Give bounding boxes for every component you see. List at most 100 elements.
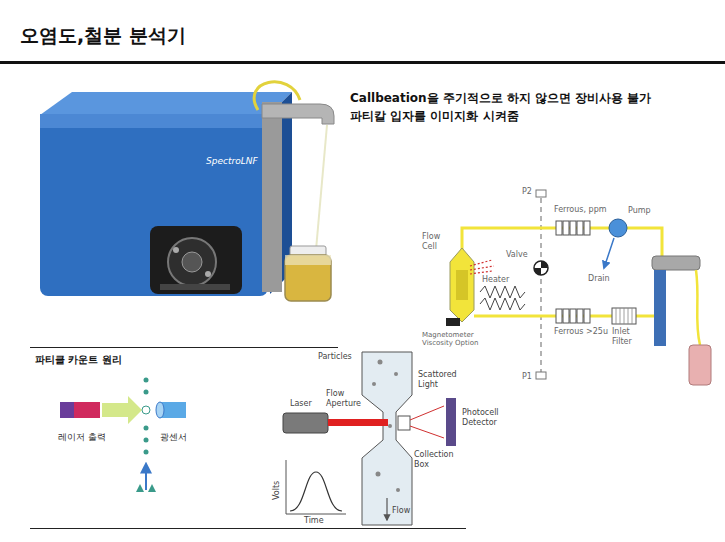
flow-schematic-part <box>609 219 627 237</box>
optical-counter-sketch-part <box>410 406 444 420</box>
device-photo-part <box>150 226 242 294</box>
device-photo-part <box>182 252 202 272</box>
flow-schematic-part <box>536 372 546 379</box>
part-label: Laser <box>290 399 312 409</box>
optical-counter-sketch-part <box>328 419 388 426</box>
flow-schematic-part <box>450 248 474 322</box>
particle-count-sketch-part <box>60 402 74 418</box>
particle-count-sketch-part <box>156 402 164 418</box>
device-photo <box>40 82 334 301</box>
component-label: Pump <box>628 206 651 216</box>
device-photo-part <box>254 82 300 110</box>
flow-schematic-part <box>556 221 590 235</box>
optical-counter-sketch-part-part <box>372 382 376 386</box>
part-label: Photocell Detector <box>462 408 512 427</box>
particle-count-sketch-part-part <box>144 378 149 383</box>
component-label: Inlet Filter <box>612 327 644 346</box>
title-rule <box>0 61 725 64</box>
device-photo-part <box>285 255 331 265</box>
axis-label: Time <box>304 516 324 526</box>
particle-count-sketch-part <box>144 378 149 455</box>
flow-schematic-part-part <box>563 221 569 235</box>
flow-schematic-part <box>480 298 525 310</box>
device-photo-part <box>173 247 179 253</box>
device-photo-part <box>40 114 268 128</box>
flow-schematic-part <box>540 198 542 372</box>
particle-count-sketch-part-part <box>144 390 149 395</box>
part-label: Particles <box>318 352 352 362</box>
particle-count-sketch-part-part <box>144 426 149 431</box>
part-label: Flow Aperture <box>326 389 362 408</box>
optical-counter-sketch-part <box>386 498 387 520</box>
sensor-label: Ferrous >25u <box>554 327 608 337</box>
note: Callbeation을 주기적으로 하지 않으면 장비사용 불가 <box>350 91 651 105</box>
port-label: P1 <box>522 372 532 382</box>
flow-schematic-part-part <box>577 309 583 323</box>
optical-counter-sketch-part-part <box>396 488 400 492</box>
component-label: Flow Cell <box>422 232 450 251</box>
note: 파티칼 입자를 이미지화 시켜줌 <box>350 109 519 123</box>
component-label: Heater <box>482 275 509 285</box>
axis-label: Volts <box>272 481 282 500</box>
section-heading: 파티클 카운트 원리 <box>35 354 122 366</box>
flow-schematic-part-part <box>563 309 569 323</box>
optical-counter-sketch-part <box>362 352 412 525</box>
flow-schematic-part <box>652 256 700 270</box>
flow-schematic-part-part <box>570 221 576 235</box>
flow-schematic-part <box>654 270 666 346</box>
device-photo-part <box>262 104 334 124</box>
flow-schematic-part-part <box>570 309 576 323</box>
device-photo-part <box>285 255 331 301</box>
section-rule <box>30 528 466 529</box>
part-label: Collection Box <box>414 450 460 469</box>
section-rule <box>30 347 338 348</box>
device-photo-part <box>316 125 327 250</box>
flow-schematic-part-part <box>470 271 492 274</box>
flow-schematic-part <box>534 261 548 275</box>
device-photo-part <box>168 238 216 286</box>
particle-count-sketch-part-part <box>144 450 149 455</box>
optical-counter-sketch-part-part <box>376 472 381 477</box>
flow-schematic-part <box>470 260 494 274</box>
flow-schematic-part-part <box>470 260 492 266</box>
device-photo-part <box>160 284 230 290</box>
component-label: Magnetometer Viscosity Option <box>422 331 486 348</box>
optical-counter-sketch-part <box>290 472 342 511</box>
flow-label: Flow <box>392 506 410 516</box>
optical-counter-sketch-part-part <box>388 424 392 428</box>
flow-schematic-part <box>612 308 636 324</box>
part-label: 광센서 <box>160 432 187 443</box>
particle-count-sketch-part <box>142 406 150 414</box>
optical-counter-sketch-part-part <box>378 360 383 365</box>
flow-schematic-part-part <box>577 221 583 235</box>
flow-schematic-part <box>556 309 590 323</box>
device-photo-part <box>262 102 282 292</box>
device-brand: SpectroLNF <box>206 156 258 167</box>
optical-counter-sketch-part <box>286 460 346 514</box>
part-label: Scattored Light <box>418 370 462 389</box>
flow-schematic-part-part <box>556 221 562 235</box>
flow-schematic <box>446 190 711 385</box>
component-label: Valve <box>506 250 528 260</box>
flow-schematic-part <box>536 190 546 197</box>
particle-count-sketch-part-part <box>144 438 149 443</box>
device-photo-part <box>205 271 211 277</box>
optical-counter-sketch-part <box>283 413 328 433</box>
flow-schematic-part-part <box>556 309 562 323</box>
optical-counter-sketch-part <box>446 398 456 446</box>
flow-schematic-part-part <box>584 221 590 235</box>
port-label: P2 <box>522 187 532 197</box>
slide-title: 오염도,철분 분석기 <box>20 24 186 47</box>
particle-count-sketch-part <box>148 484 156 492</box>
flow-schematic-part <box>456 270 468 300</box>
device-photo-part <box>40 114 268 296</box>
flow-schematic-part <box>689 345 711 385</box>
flow-schematic-part <box>480 286 525 298</box>
optical-counter-sketch-part <box>410 426 444 438</box>
particle-count-sketch-part <box>145 464 147 490</box>
sensor-label: Ferrous, ppm <box>554 205 607 215</box>
flow-schematic-part <box>446 318 460 326</box>
flow-schematic-part <box>627 228 662 256</box>
